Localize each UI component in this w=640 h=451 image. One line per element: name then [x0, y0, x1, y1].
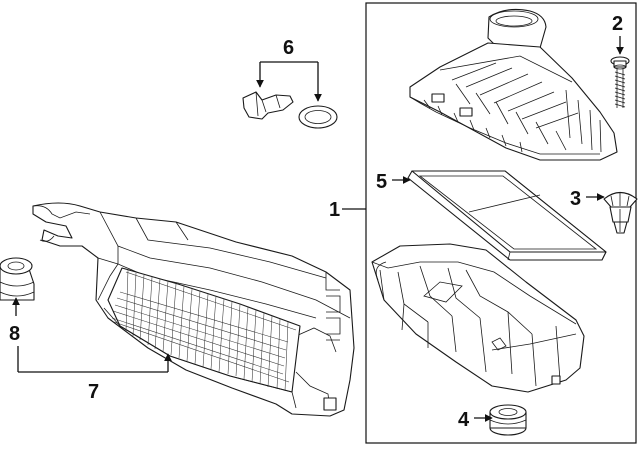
callout-8: 8	[9, 323, 20, 345]
leader-lines	[12, 36, 624, 422]
callout-2: 2	[612, 13, 623, 35]
assembly-box	[365, 2, 637, 444]
push-clip-icon	[603, 191, 638, 234]
rubber-grommet-icon	[489, 404, 527, 436]
rubber-mount-icon	[0, 257, 35, 301]
callout-3: 3	[570, 188, 581, 210]
callout-4: 4	[458, 409, 470, 431]
callout-5: 5	[376, 171, 387, 193]
intake-duct-cover-icon	[32, 202, 355, 417]
callout-6: 6	[283, 37, 294, 59]
mesh-grille-icon	[103, 267, 301, 409]
callout-1: 1	[329, 199, 340, 221]
air-cleaner-lower-housing-icon	[371, 243, 585, 393]
air-cleaner-lid-icon	[409, 8, 618, 161]
callout-7: 7	[88, 381, 99, 403]
air-filter-element-icon	[407, 170, 607, 261]
screw-bolt-icon	[610, 56, 630, 108]
sensor-with-o-ring-icon	[242, 91, 338, 129]
